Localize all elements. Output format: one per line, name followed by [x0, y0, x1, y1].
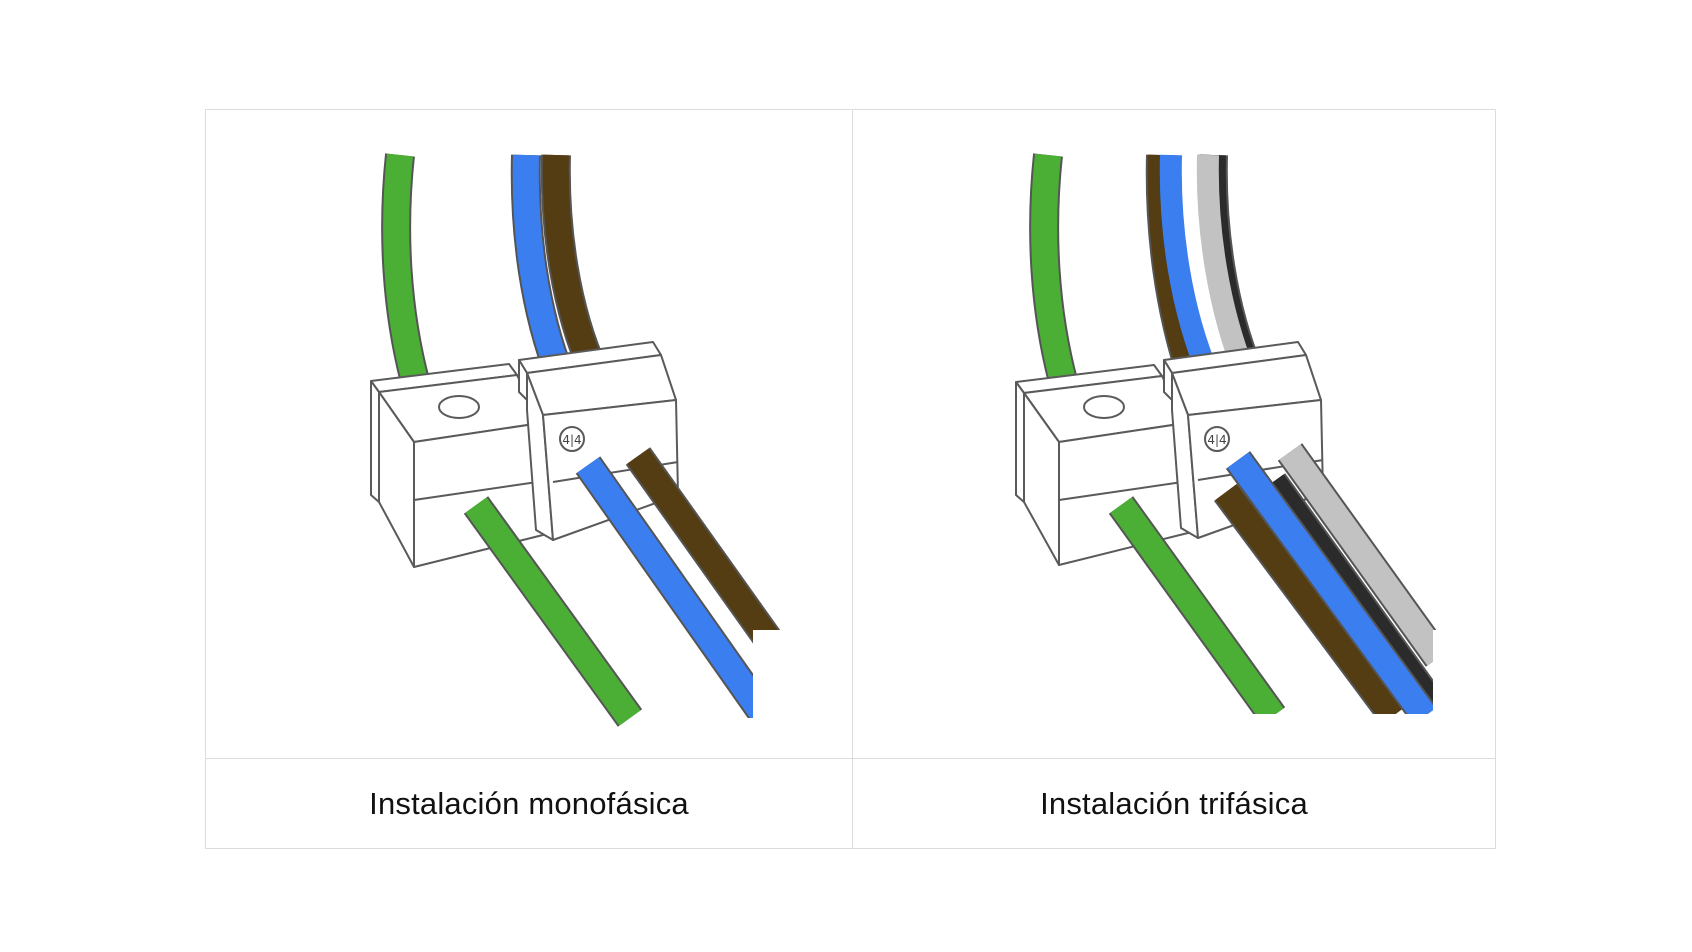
three-phase-caption: Instalación trifásica	[1040, 785, 1308, 821]
logo-mark-icon	[1204, 426, 1230, 452]
blue-wire-upper	[1159, 154, 1220, 381]
three-phase-caption-cell: Instalación trifásica	[853, 758, 1495, 848]
earth-terminal-icon	[1015, 364, 1197, 566]
single-phase-wiring-illustration: 4|4	[370, 153, 793, 758]
green-wire-upper	[1031, 153, 1077, 389]
lower-wires	[463, 447, 793, 758]
blue-wire-lower	[577, 457, 777, 726]
three-phase-wiring-illustration: 4|4	[1015, 153, 1483, 758]
green-wire-lower	[465, 497, 641, 726]
svg-text:4|4: 4|4	[562, 433, 581, 447]
grey-wire-upper	[1196, 154, 1256, 379]
single-phase-illustration-cell: 4|4	[206, 110, 853, 758]
single-phase-caption-cell: Instalación monofásica	[206, 758, 853, 848]
brown-wire-upper	[542, 154, 606, 378]
grey-wire-lower	[1279, 444, 1449, 666]
green-wire-upper	[383, 153, 429, 389]
brown-wire-lower	[627, 448, 787, 658]
upper-wires	[381, 153, 608, 389]
installation-comparison-table: 4|4	[205, 109, 1496, 849]
terminal-block-icon: 4|4	[518, 341, 679, 541]
green-wire-lower	[1110, 497, 1284, 724]
lower-wires	[1108, 443, 1483, 758]
single-phase-caption: Instalación monofásica	[369, 785, 689, 821]
logo-mark-icon	[559, 426, 585, 452]
brown-wire-lower	[1215, 484, 1404, 724]
three-phase-illustration-cell: 4|4	[853, 110, 1495, 758]
upper-wires	[1029, 153, 1263, 389]
blue-wire-lower	[1227, 452, 1436, 724]
blue-wire-upper	[512, 154, 574, 383]
svg-text:4|4: 4|4	[1207, 433, 1226, 447]
